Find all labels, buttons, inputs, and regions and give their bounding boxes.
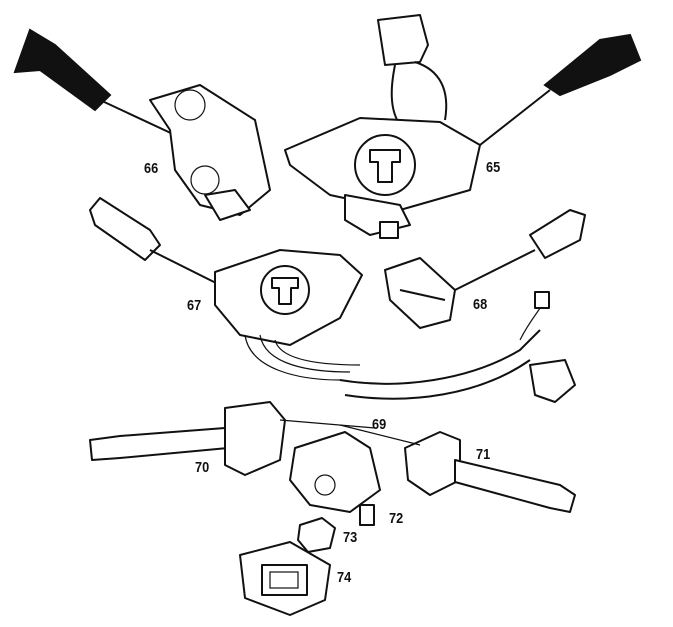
label-68: 68 <box>473 296 488 313</box>
label-71: 71 <box>476 446 491 463</box>
part-74-plate <box>239 541 331 616</box>
label-65: 65 <box>486 159 501 176</box>
label-73: 73 <box>343 529 358 546</box>
part-71-switch <box>279 419 576 513</box>
part-73-connector <box>297 517 336 553</box>
part-65-switch <box>284 14 642 239</box>
label-66: 66 <box>144 160 159 177</box>
part-66-switch <box>13 28 271 221</box>
label-74: 74 <box>337 569 352 586</box>
part-68-switch <box>384 209 586 329</box>
label-67: 67 <box>187 297 202 314</box>
label-69: 69 <box>372 416 387 433</box>
label-70: 70 <box>195 459 210 476</box>
part-70-switch <box>89 401 286 476</box>
part-67-switch <box>89 197 363 381</box>
label-72: 72 <box>389 510 404 527</box>
part-72-switch <box>289 431 381 526</box>
wire-harness <box>339 291 576 403</box>
